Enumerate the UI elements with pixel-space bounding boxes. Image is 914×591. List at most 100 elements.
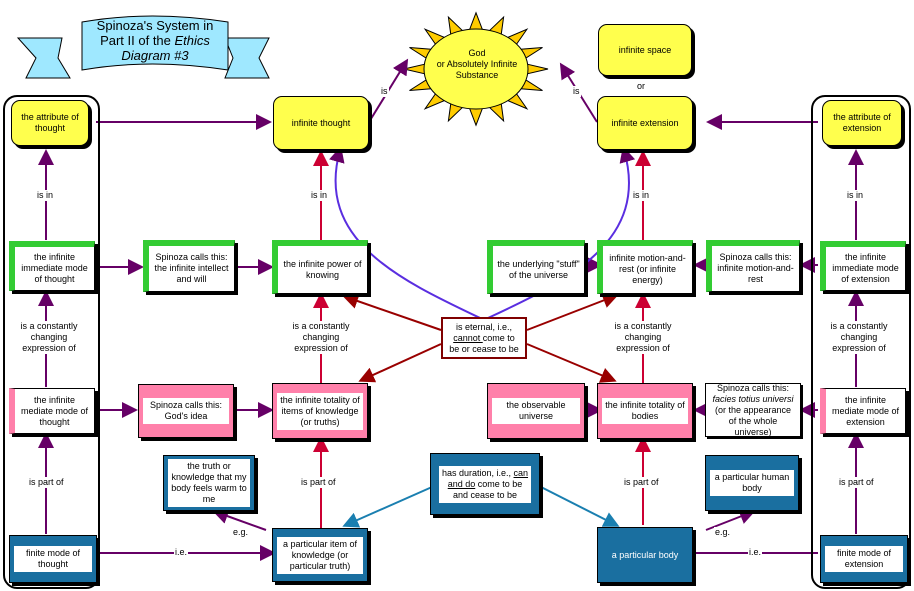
facies-line3: (or the appearance of the whole universe… — [714, 404, 792, 437]
facies-line1: Spinoza calls this: — [716, 382, 790, 393]
node-attribute-extension-text: the attribute of extension — [833, 112, 891, 133]
banner-line2-ital: Ethics — [174, 33, 210, 48]
label-part-of-3: is part of — [623, 477, 660, 488]
node-eternal[interactable]: is eternal, i.e., cannot come to be or c… — [441, 317, 527, 359]
node-infinite-space-text: infinite space — [618, 44, 672, 55]
label-eg-right: e.g. — [714, 527, 732, 538]
label-is-in-3: is in — [632, 190, 651, 201]
label-const-1-c: expression of — [22, 343, 76, 353]
node-mediate-thought[interactable]: the infinite mediate mode of thought — [9, 388, 95, 434]
node-finite-thought[interactable]: finite mode of thought — [9, 535, 97, 583]
god-line1: God — [468, 48, 486, 58]
label-eg-left: e.g. — [232, 527, 250, 538]
node-calls-idea[interactable]: Spinoza calls this: God's idea — [138, 384, 234, 438]
node-mediate-extension[interactable]: the infinite mediate mode of extension — [820, 388, 906, 434]
node-mediate-thought-text: the infinite mediate mode of thought — [20, 394, 89, 427]
eternal-line1: is eternal, i.e., — [455, 321, 513, 332]
right-column-frame — [811, 95, 911, 589]
eternal-line2: cannot come to — [449, 333, 519, 344]
label-is-in-1: is in — [36, 190, 55, 201]
node-particular-body-text: a particular body — [611, 549, 679, 560]
god-line3: Substance — [455, 70, 499, 80]
node-calls-idea-text: Spinoza calls this: God's idea — [143, 398, 229, 424]
label-const-1-a: is a constantly — [20, 321, 78, 331]
arrow-eternal-to-thought — [329, 146, 481, 319]
node-attribute-thought[interactable]: the attribute of thought — [11, 100, 89, 146]
node-power-knowing[interactable]: the infinite power of knowing — [272, 240, 368, 294]
node-immediate-extension[interactable]: the infinite immediate mode of extension — [820, 241, 906, 291]
node-human-body[interactable]: a particular human body — [705, 455, 799, 511]
node-observable-universe-text: the observable universe — [492, 398, 580, 424]
node-finite-thought-text: finite mode of thought — [14, 546, 92, 572]
arrow-duration-to-body — [540, 486, 620, 527]
node-totality-knowledge-text: the infinite totality of items of knowle… — [277, 392, 363, 430]
label-is-in-4: is in — [846, 190, 865, 201]
duration-line3: and cease to be — [452, 489, 518, 500]
god-line2: or Absolutely Infinite — [436, 59, 518, 69]
node-truth-warm[interactable]: the truth or knowledge that my body feel… — [163, 455, 255, 511]
node-motion-rest-text: infinite motion-and-rest (or infinite en… — [609, 253, 686, 285]
label-or: or — [637, 81, 646, 91]
label-const-1-b: changing — [30, 332, 68, 342]
facies-line2: facies totius universi — [712, 393, 794, 404]
node-totality-knowledge[interactable]: the infinite totality of items of knowle… — [272, 383, 368, 439]
node-motion-rest[interactable]: infinite motion-and-rest (or infinite en… — [597, 240, 693, 294]
banner-line1: Spinoza's System in — [96, 18, 214, 33]
node-eternal-text: is eternal, i.e., cannot come to be or c… — [449, 322, 519, 355]
node-calls-facies-text: Spinoza calls this: facies totius univer… — [710, 383, 796, 438]
banner-line2: Part II of the Ethics — [84, 33, 226, 48]
label-part-of-2: is part of — [300, 477, 337, 488]
node-calls-intellect[interactable]: Spinoza calls this: the infinite intelle… — [143, 240, 235, 292]
node-attribute-extension[interactable]: the attribute of extension — [822, 100, 902, 146]
eternal-line2-underlined: cannot — [453, 332, 483, 343]
duration-line2-underlined: and do — [447, 478, 476, 489]
node-mediate-extension-text: the infinite mediate mode of extension — [831, 394, 900, 427]
label-const-3-a: is a constantly — [614, 321, 672, 331]
node-finite-extension-text: finite mode of extension — [825, 546, 903, 572]
node-human-body-text: a particular human body — [710, 470, 794, 496]
node-particular-body[interactable]: a particular body — [597, 527, 693, 583]
node-underlying-stuff[interactable]: the underlying "stuff" of the universe — [487, 240, 585, 294]
node-item-knowledge-text: a particular item of knowledge (or parti… — [277, 536, 363, 574]
god-label: God or Absolutely Infinite Substance — [426, 48, 528, 81]
duration-line2-text: come to be — [475, 478, 523, 489]
title-banner — [16, 15, 270, 79]
node-underlying-stuff-text: the underlying "stuff" of the universe — [497, 258, 580, 280]
node-finite-extension[interactable]: finite mode of extension — [820, 535, 908, 583]
node-infinite-extension[interactable]: infinite extension — [597, 96, 693, 150]
label-part-of-1: is part of — [28, 477, 65, 488]
eternal-line2-rest: come to — [482, 332, 515, 343]
label-ie-left: i.e. — [174, 547, 189, 558]
arrow-eternal-to-extension — [487, 146, 636, 319]
node-immediate-thought-text: the infinite immediate mode of thought — [21, 252, 88, 284]
node-calls-intellect-text: Spinoza calls this: the infinite intelle… — [154, 252, 229, 284]
node-infinite-space[interactable]: infinite space — [598, 24, 692, 76]
node-item-knowledge[interactable]: a particular item of knowledge (or parti… — [272, 528, 368, 582]
node-duration[interactable]: has duration, i.e., can and do come to b… — [430, 453, 540, 515]
arrow-body-to-human — [705, 508, 756, 531]
node-infinite-thought[interactable]: infinite thought — [273, 96, 369, 150]
node-power-knowing-text: the infinite power of knowing — [283, 258, 362, 280]
arrow-eternal-to-power — [342, 293, 442, 331]
node-immediate-thought[interactable]: the infinite immediate mode of thought — [9, 241, 95, 291]
node-totality-bodies[interactable]: the infinite totality of bodies — [597, 383, 693, 439]
duration-line1: has duration, i.e., can — [442, 468, 528, 479]
node-calls-motion[interactable]: Spinoza calls this: infinite motion-and-… — [706, 240, 800, 292]
arrow-item-to-warm — [212, 508, 267, 531]
node-calls-facies[interactable]: Spinoza calls this: facies totius univer… — [705, 383, 801, 437]
banner-line3: Diagram #3 — [121, 48, 189, 63]
node-calls-motion-text: Spinoza calls this: infinite motion-and-… — [717, 252, 794, 284]
node-attribute-thought-text: the attribute of thought — [21, 112, 79, 133]
node-observable-universe[interactable]: the observable universe — [487, 383, 585, 439]
node-truth-warm-text: the truth or knowledge that my body feel… — [168, 459, 250, 507]
arrow-duration-to-item — [342, 486, 433, 528]
arrow-eternal-to-totality — [358, 343, 442, 383]
eternal-line3: be or cease to be — [449, 343, 519, 354]
label-const-4-c: expression of — [832, 343, 886, 353]
label-const-4-a: is a constantly — [830, 321, 888, 331]
